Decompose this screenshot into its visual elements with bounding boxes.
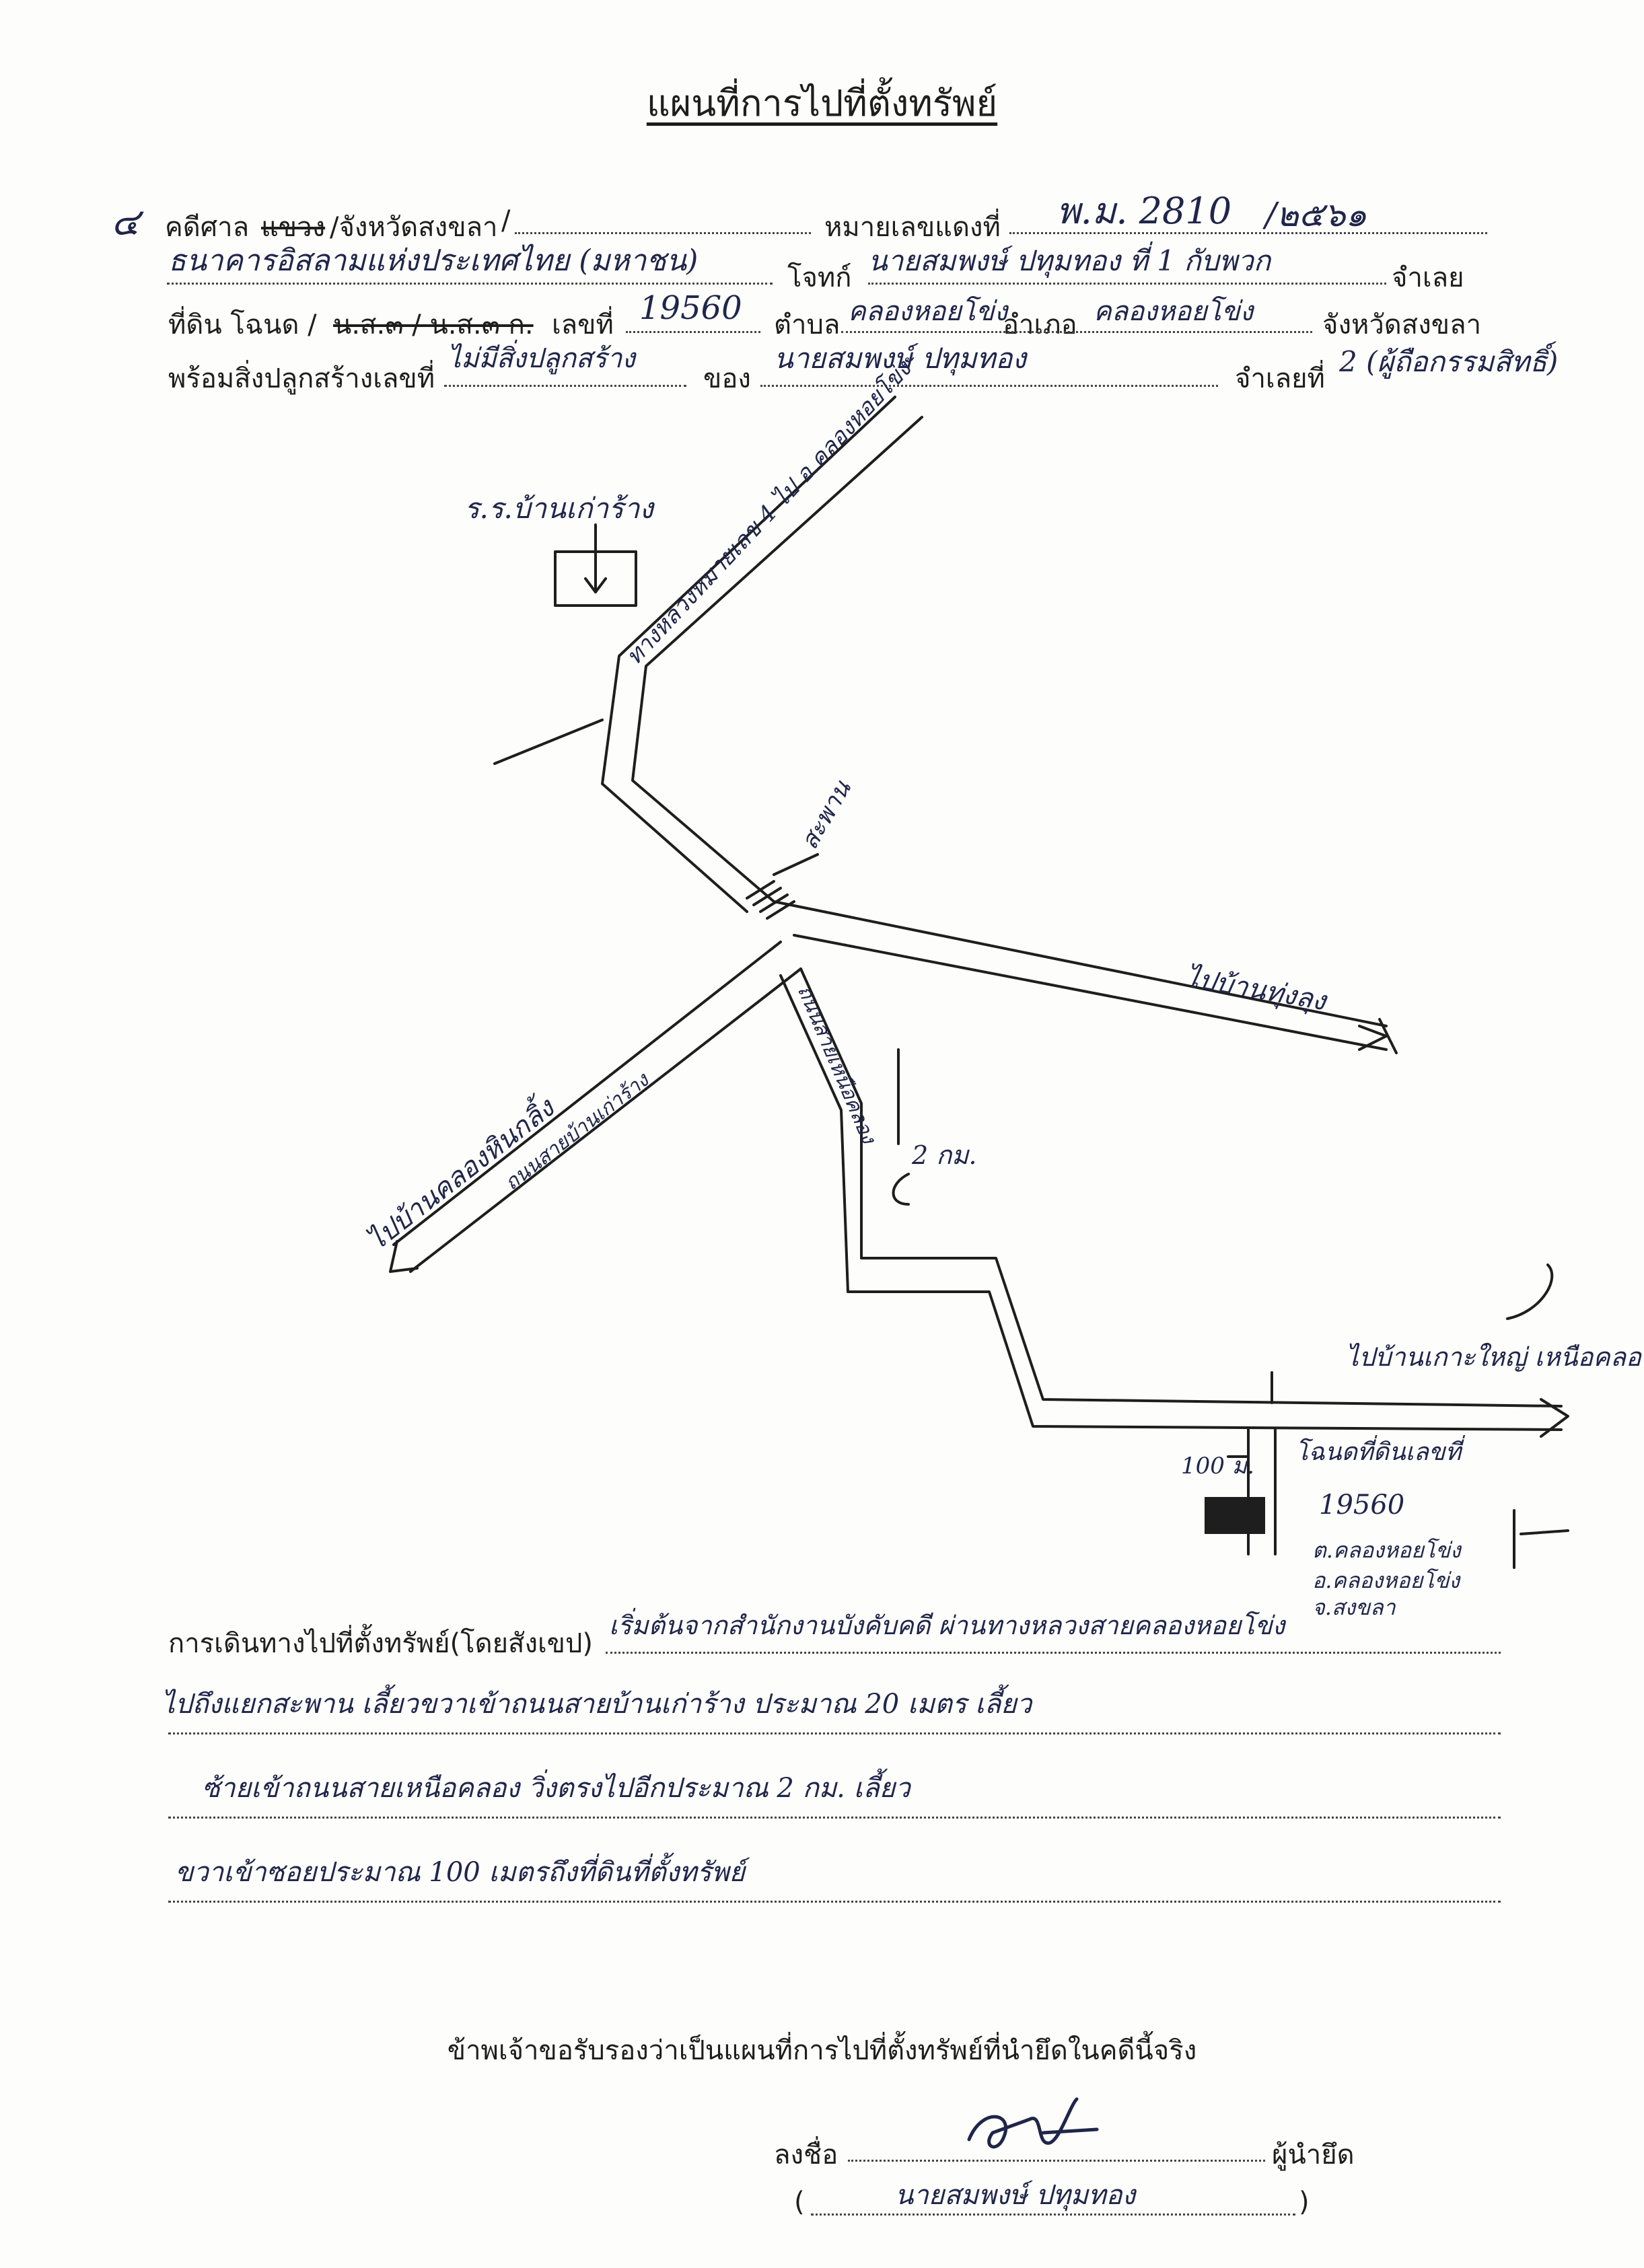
road-far-east-arrow — [1540, 1398, 1569, 1438]
road-upper-edge — [601, 396, 896, 913]
plot-note-line3: ต.คลองหอยโข่ง — [1312, 1537, 1462, 1563]
deed-no-value: 19560 — [639, 289, 742, 327]
role-label: ผู้นำยึด — [1272, 2139, 1355, 2170]
dotted-line — [760, 385, 1218, 387]
dotted-line — [515, 232, 811, 234]
dotted-line — [168, 1732, 1501, 1734]
distance-label: 2 กม. — [911, 1140, 976, 1170]
road-west-edge — [409, 967, 802, 1273]
dotted-line — [167, 283, 773, 285]
annotation-stroke — [1513, 1509, 1569, 1569]
red-case-year: /๒๕๖๑ — [1265, 195, 1367, 234]
road-south-edge — [799, 967, 1563, 1407]
subdistrict-label: ตำบล — [774, 309, 841, 340]
land-type-label: ที่ดิน โฉนด / — [168, 309, 317, 340]
dotted-line — [606, 1652, 1501, 1654]
dotted-line — [626, 331, 760, 333]
plot-note-line4: อ.คลองหอยโข่ง — [1312, 1568, 1461, 1593]
dotted-line — [841, 331, 1312, 333]
school-arrow-head — [584, 577, 607, 593]
district-label: อำเภอ — [1003, 309, 1077, 340]
plot-note-line2: 19560 — [1319, 1490, 1404, 1521]
court-struck-text: แขวง — [261, 212, 326, 243]
dotted-line — [444, 385, 686, 387]
road-south-edge — [779, 974, 1563, 1431]
defendant-value: นายสมพงษ์ ปทุมทอง ที่ 1 กับพวก — [868, 244, 1271, 277]
dotted-line — [868, 283, 1386, 285]
road-far-east-label: ไปบ้านเกาะใหญ่ เหนือคลอง — [1346, 1342, 1644, 1372]
building-label: พร้อมสิ่งปลูกสร้างเลขที่ — [168, 363, 435, 394]
plot-distance-label: 100 ม. — [1181, 1453, 1254, 1479]
bridge-mark — [746, 853, 819, 920]
directions-line4: ขวาเข้าซอยประมาณ 100 เมตรถึงที่ดินที่ตั้… — [175, 1857, 745, 1888]
owner-value: นายสมพงษ์ ปทุมทอง — [774, 342, 1026, 375]
deed-no-label: เลขที่ — [552, 309, 614, 340]
school-label: ร.ร.บ้านเก่าร้าง — [464, 492, 655, 525]
dotted-line — [168, 1901, 1501, 1903]
red-case-value: พ.ม. 2810 — [1057, 190, 1232, 232]
certification-text: ข้าพเจ้าขอรับรองว่าเป็นแผนที่การไปที่ตั้… — [447, 2035, 1197, 2066]
distance-mark — [892, 1173, 910, 1206]
owner-label: ของ — [703, 363, 751, 394]
sign-label: ลงชื่อ — [774, 2139, 838, 2170]
dotted-line — [1009, 232, 1487, 234]
subdistrict-value: คลองหอยโข่ง — [848, 296, 1008, 327]
road-south-label: ถนนสายเหนือคลอง — [793, 982, 881, 1148]
land-type-struck: น.ส.๓ / น.ส.๓ ก. — [333, 309, 534, 340]
road-west-arrow — [389, 1240, 419, 1273]
defendant-no-label: จำเลยที่ — [1235, 363, 1325, 394]
road-upper-edge — [631, 416, 923, 903]
court-label: คดีศาล — [165, 212, 250, 243]
name-close-paren: ) — [1299, 2187, 1310, 2218]
directions-line1: เริ่มต้นจากสำนักงานบังคับคดี ผ่านทางหลวง… — [609, 1611, 1285, 1640]
property-plot — [1205, 1497, 1265, 1534]
road-upper-label: ทางหลวงหมายเลข 4 ไป อ.คลองหอยโข่ง — [620, 355, 917, 670]
court-slash: / — [501, 205, 511, 236]
printed-name: นายสมพงษ์ ปทุมทอง — [895, 2180, 1136, 2211]
name-line — [811, 2214, 1295, 2216]
court-value: /จังหวัดสงขลา — [330, 212, 498, 243]
plot-note-line5: จ.สงขลา — [1312, 1595, 1396, 1620]
side-road — [493, 719, 604, 765]
name-open-paren: ( — [794, 2187, 805, 2218]
defendant-suffix: จำเลย — [1392, 262, 1464, 293]
bridge-label: สะพาน — [795, 776, 857, 854]
dotted-line — [168, 1817, 1501, 1819]
directions-line3: ซ้ายเข้าถนนสายเหนือคลอง วิ่งตรงไปอีกประม… — [202, 1773, 910, 1804]
road-east-edge — [793, 934, 1388, 1051]
directions-line2: ไปถึงแยกสะพาน เลี้ยวขวาเข้าถนนสายบ้านเก่… — [162, 1689, 1032, 1720]
handwritten-mark: ๔ — [111, 200, 140, 244]
road-east-edge — [773, 900, 1388, 1027]
directions-label: การเดินทางไปที่ตั้งทรัพย์(โดยสังเขป) — [168, 1628, 594, 1659]
building-value: ไม่มีสิ่งปลูกสร้าง — [448, 343, 635, 374]
signature-line — [848, 2160, 1265, 2162]
page-title: แผนที่การไปที่ตั้งทรัพย์ — [646, 82, 998, 124]
plaintiff-suffix: โจทก์ — [787, 262, 852, 293]
signature-scribble — [967, 2097, 1099, 2149]
defendant-no-value: 2 (ผู้ถือกรรมสิทธิ์) — [1339, 345, 1559, 378]
red-case-label: หมายเลขแดงที่ — [824, 212, 1001, 243]
road-east-label: ไปบ้านทุ่งลุง — [1183, 962, 1330, 1018]
annotation-stroke — [1506, 1264, 1554, 1320]
province-label: จังหวัดสงขลา — [1322, 309, 1482, 340]
road-west-edge — [392, 941, 782, 1246]
plot-note-line1: โฉนดที่ดินเลขที่ — [1295, 1434, 1465, 1466]
road-east-arrow — [1358, 1018, 1398, 1054]
plaintiff-value: ธนาคารอิสลามแห่งประเทศไทย (มหาชน) — [168, 244, 699, 278]
district-value: คลองหอยโข่ง — [1094, 296, 1254, 327]
